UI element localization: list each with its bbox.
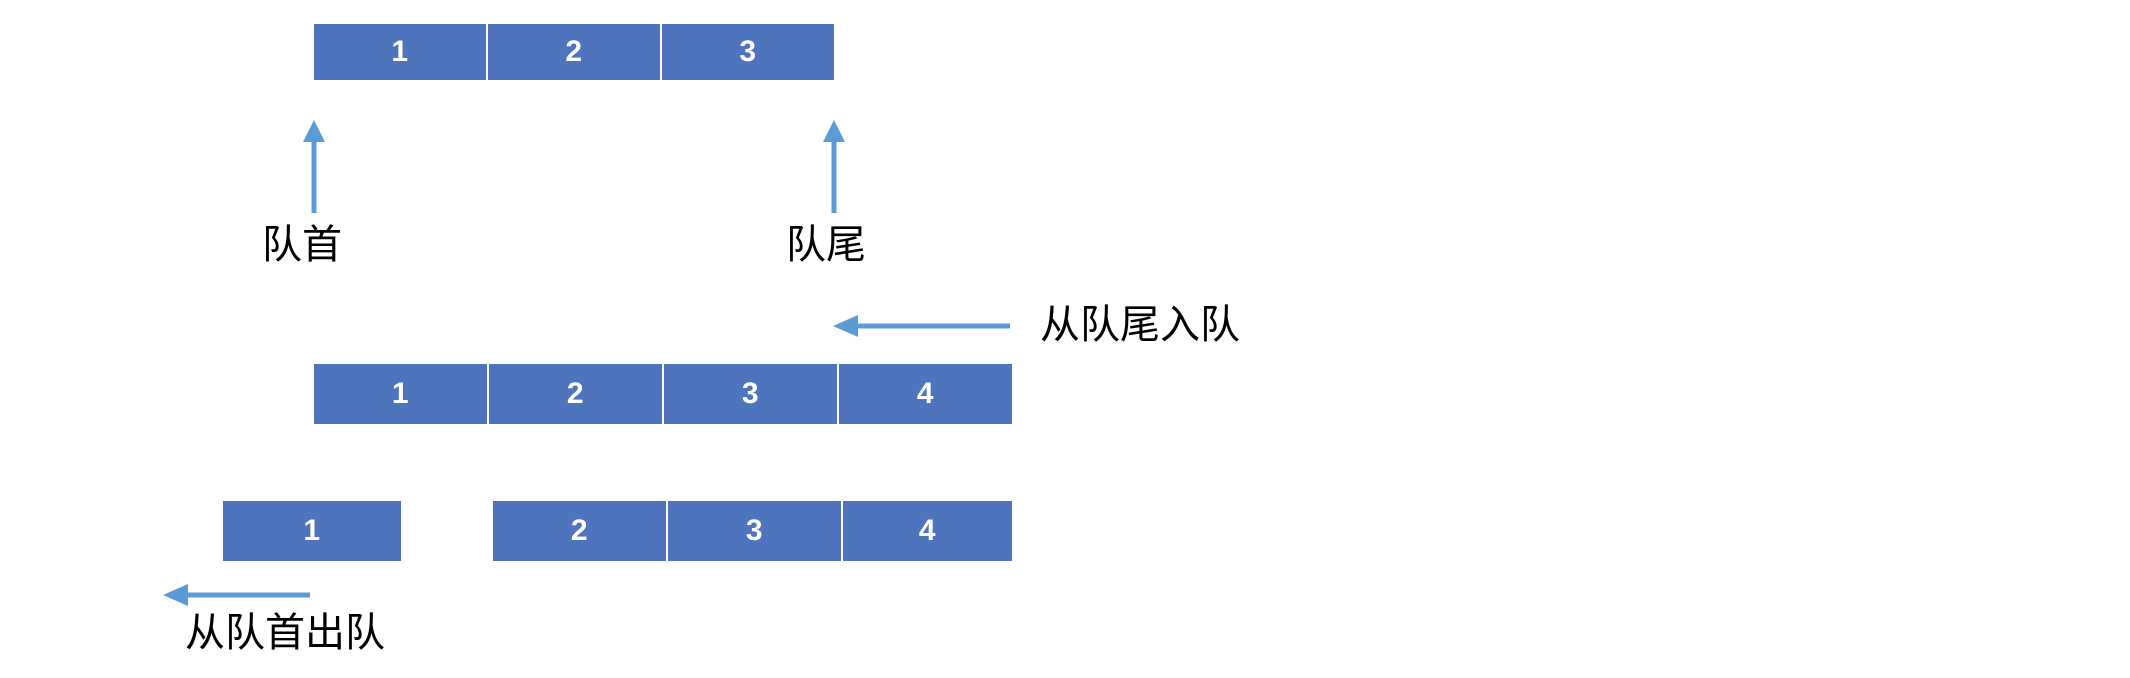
dequeue-at-head-label: 从队首出队: [185, 610, 385, 656]
queue-cell: 2: [487, 23, 661, 81]
queue-cell: 2: [488, 363, 663, 425]
queue-tail-label: 队尾: [786, 222, 866, 268]
queue-cell: 4: [842, 500, 1013, 562]
dequeued-cell: 1: [222, 500, 402, 562]
queue-cell: 1: [313, 23, 487, 81]
queue-cell: 3: [667, 500, 842, 562]
queue-cell: 3: [661, 23, 835, 81]
queue-cell: 4: [838, 363, 1013, 425]
queue-cell: 1: [313, 363, 488, 425]
enqueue-at-tail-label: 从队尾入队: [1040, 302, 1240, 348]
head-pointer-arrow: [303, 120, 325, 213]
enqueue-arrow: [833, 315, 1010, 337]
tail-pointer-arrow: [823, 120, 845, 213]
queue-cell: 3: [663, 363, 838, 425]
dequeue-arrow: [163, 584, 310, 606]
queue-head-label: 队首: [262, 222, 342, 268]
queue-cell: 2: [492, 500, 667, 562]
